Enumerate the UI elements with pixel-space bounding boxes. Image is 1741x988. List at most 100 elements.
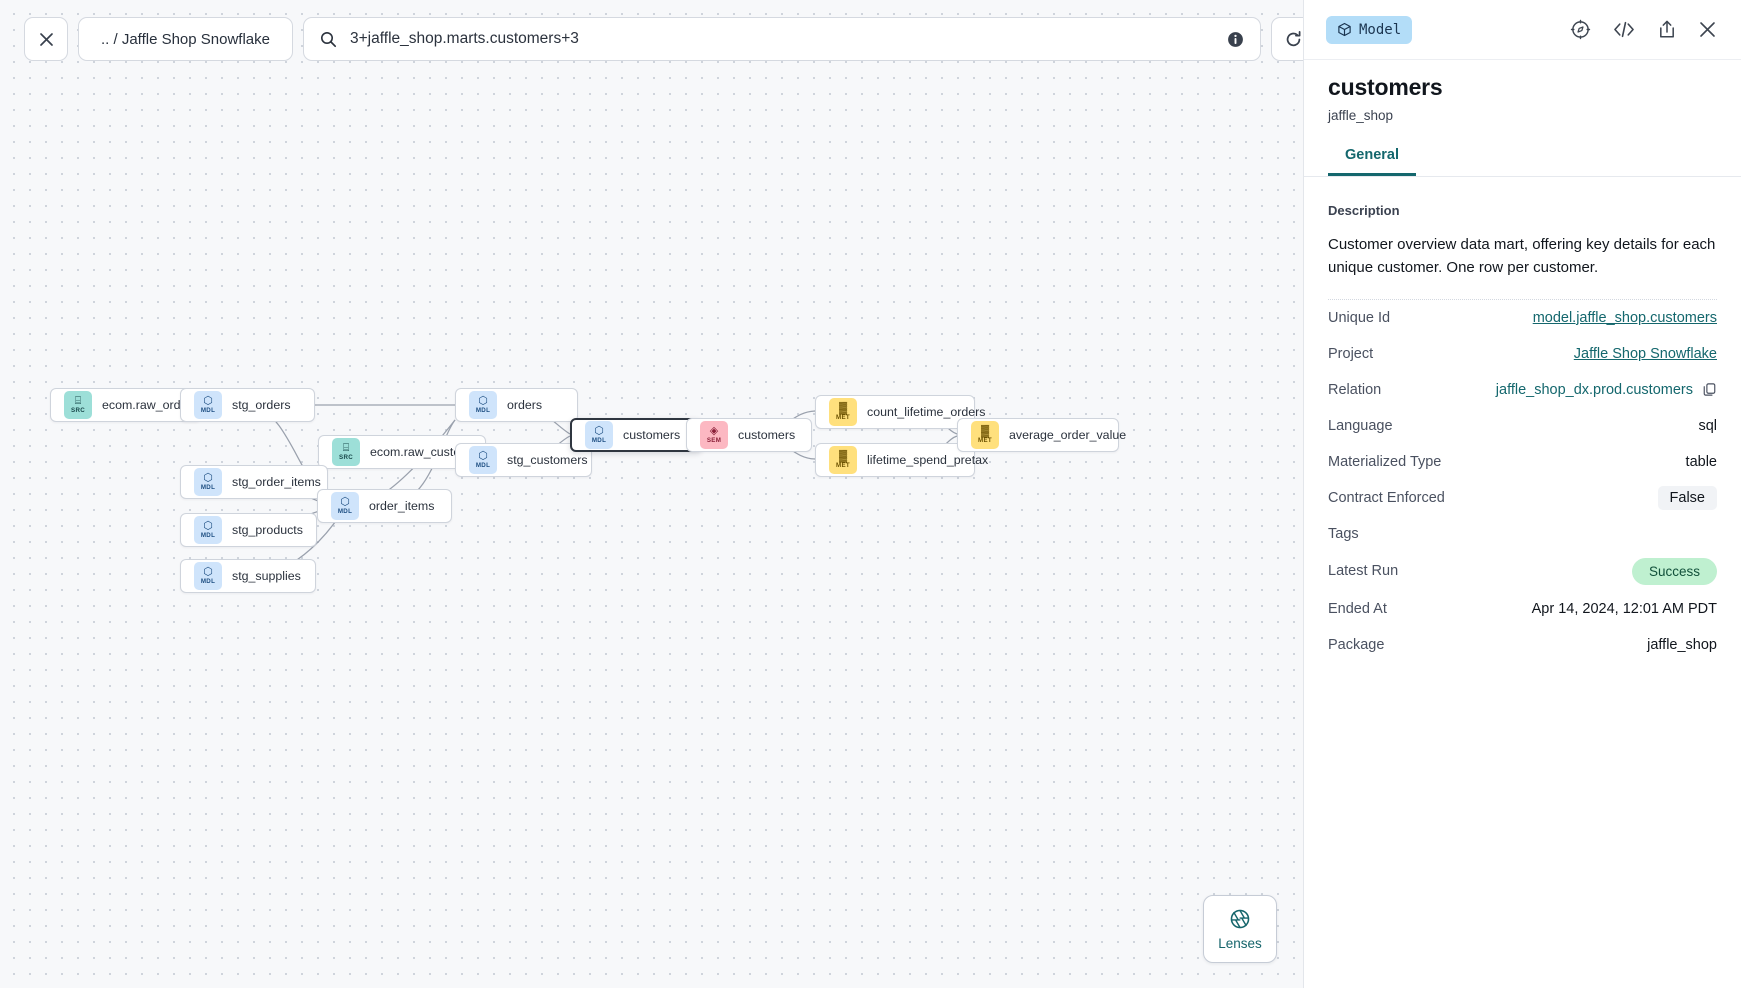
relation-value: jaffle_shop_dx.prod.customers <box>1495 381 1693 398</box>
detail-row-key: Ended At <box>1328 600 1387 617</box>
met-badge-icon: ▓MET <box>971 421 999 449</box>
lineage-node-label: stg_supplies <box>232 569 301 583</box>
lineage-node-label: customers <box>738 428 796 442</box>
detail-row-value: False <box>1657 485 1717 510</box>
met-badge-icon: ▓MET <box>829 398 857 426</box>
mdl-badge-icon: ⬡MDL <box>469 446 497 474</box>
canvas-toolbar: .. / Jaffle Shop Snowflake 3+jaffle_shop… <box>24 17 1303 61</box>
lineage-search-input[interactable]: 3+jaffle_shop.marts.customers+3 <box>303 17 1261 61</box>
detail-row-key: Tags <box>1328 525 1359 542</box>
page-subtitle: jaffle_shop <box>1328 108 1394 123</box>
lenses-label: Lenses <box>1218 935 1262 951</box>
compass-icon[interactable] <box>1570 19 1591 40</box>
detail-row-key: Materialized Type <box>1328 453 1442 470</box>
src-badge-icon: ⌸SRC <box>64 391 92 419</box>
share-icon[interactable] <box>1657 19 1677 40</box>
detail-row: Project Jaffle Shop Snowflake <box>1328 336 1717 372</box>
lineage-node[interactable]: ⬡MDL stg_products <box>180 513 317 547</box>
lineage-node[interactable]: ⬡MDL stg_supplies <box>180 559 316 593</box>
lineage-node[interactable]: ▓MET lifetime_spend_pretax <box>815 443 988 477</box>
detail-row-value: jaffle_shop_dx.prod.customers <box>1496 382 1717 398</box>
detail-row: Contract Enforced False <box>1328 480 1717 516</box>
detail-row-value: table <box>1685 453 1717 470</box>
mdl-badge-icon: ⬡MDL <box>469 391 497 419</box>
lineage-node-label: orders <box>507 398 543 412</box>
mdl-badge-icon: ⬡MDL <box>194 391 222 419</box>
resource-type-label: Model <box>1359 21 1402 38</box>
lineage-node-label: stg_customers <box>507 453 588 467</box>
detail-row-value[interactable]: Jaffle Shop Snowflake <box>1573 345 1717 362</box>
refresh-icon <box>1286 30 1300 46</box>
panel-action-icons <box>1570 19 1717 40</box>
lineage-node-label: count_lifetime_orders <box>867 405 986 419</box>
src-badge-icon: ⌸SRC <box>332 438 360 466</box>
lenses-button[interactable]: Lenses <box>1203 895 1277 963</box>
info-icon[interactable] <box>1227 31 1244 48</box>
panel-toolbar: Model <box>1304 0 1741 59</box>
detail-row: Materialized Type table <box>1328 444 1717 480</box>
status-badge: Success <box>1631 557 1717 585</box>
detail-row-key: Latest Run <box>1328 563 1399 580</box>
code-icon[interactable] <box>1612 19 1636 40</box>
detail-row-key: Package <box>1328 636 1385 653</box>
panel-body: Description Customer overview data mart,… <box>1304 177 1741 663</box>
lineage-node[interactable]: ⬡MDL orders <box>455 388 578 422</box>
description-text: Customer overview data mart, offering ke… <box>1328 234 1717 300</box>
lineage-node[interactable]: ⬡MDL stg_customers <box>455 443 592 477</box>
tab-general[interactable]: General <box>1328 147 1416 176</box>
lineage-search-value: 3+jaffle_shop.marts.customers+3 <box>350 30 579 47</box>
panel-header: customers jaffle_shop <box>1304 59 1741 123</box>
close-icon <box>39 32 53 46</box>
lineage-node[interactable]: ▓MET average_order_value <box>957 418 1126 452</box>
sem-badge-icon: ◈SEM <box>700 421 728 449</box>
detail-row-key: Unique Id <box>1328 309 1391 326</box>
lineage-node-label: order_items <box>369 499 435 513</box>
lineage-node[interactable]: ◈SEM customers <box>686 418 812 452</box>
lineage-node-label: average_order_value <box>1009 428 1127 442</box>
lineage-node-label: customers <box>623 428 681 442</box>
lineage-node-label: stg_products <box>232 523 303 537</box>
resource-type-chip: Model <box>1326 15 1413 44</box>
detail-row-value[interactable]: model.jaffle_shop.customers <box>1532 309 1717 326</box>
lineage-node[interactable]: ⬡MDL stg_order_items <box>180 465 328 499</box>
close-lineage-button[interactable] <box>24 17 68 61</box>
cube-icon <box>1338 22 1351 37</box>
details-panel: Model <box>1303 0 1741 988</box>
mdl-badge-icon: ⬡MDL <box>194 516 222 544</box>
lineage-node-label: ecom.raw_orders <box>102 398 198 412</box>
mdl-badge-icon: ⬡MDL <box>194 562 222 590</box>
detail-row-value: jaffle_shop <box>1647 636 1717 653</box>
breadcrumb-button[interactable]: .. / Jaffle Shop Snowflake <box>78 17 293 61</box>
lineage-node[interactable]: ▓MET count_lifetime_orders <box>815 395 985 429</box>
refresh-button[interactable] <box>1271 17 1303 61</box>
copy-icon[interactable] <box>1702 382 1717 397</box>
description-label: Description <box>1328 203 1400 218</box>
lineage-node-label: stg_order_items <box>232 475 321 489</box>
detail-row-value: Apr 14, 2024, 12:01 AM PDT <box>1531 600 1717 617</box>
page-title: customers <box>1328 74 1443 100</box>
detail-row-key: Project <box>1328 345 1374 362</box>
detail-row: Unique Id model.jaffle_shop.customers <box>1328 300 1717 336</box>
detail-row: Latest Run Success <box>1328 552 1717 591</box>
mdl-badge-icon: ⬡MDL <box>194 468 222 496</box>
detail-row: Ended At Apr 14, 2024, 12:01 AM PDT <box>1328 591 1717 627</box>
detail-row-key: Contract Enforced <box>1328 489 1445 506</box>
breadcrumb-label: .. / Jaffle Shop Snowflake <box>101 30 270 48</box>
panel-tabs: General <box>1304 147 1741 177</box>
detail-row: Tags <box>1328 516 1717 552</box>
detail-row-key: Language <box>1328 417 1393 434</box>
lineage-node-label: lifetime_spend_pretax <box>867 453 989 467</box>
lineage-node-label: stg_orders <box>232 398 291 412</box>
lineage-node[interactable]: ⬡MDL stg_orders <box>180 388 315 422</box>
lineage-node[interactable]: ⌸SRC ecom.raw_orders <box>50 388 201 422</box>
close-icon[interactable] <box>1698 20 1717 39</box>
met-badge-icon: ▓MET <box>829 446 857 474</box>
aperture-icon <box>1230 909 1250 928</box>
